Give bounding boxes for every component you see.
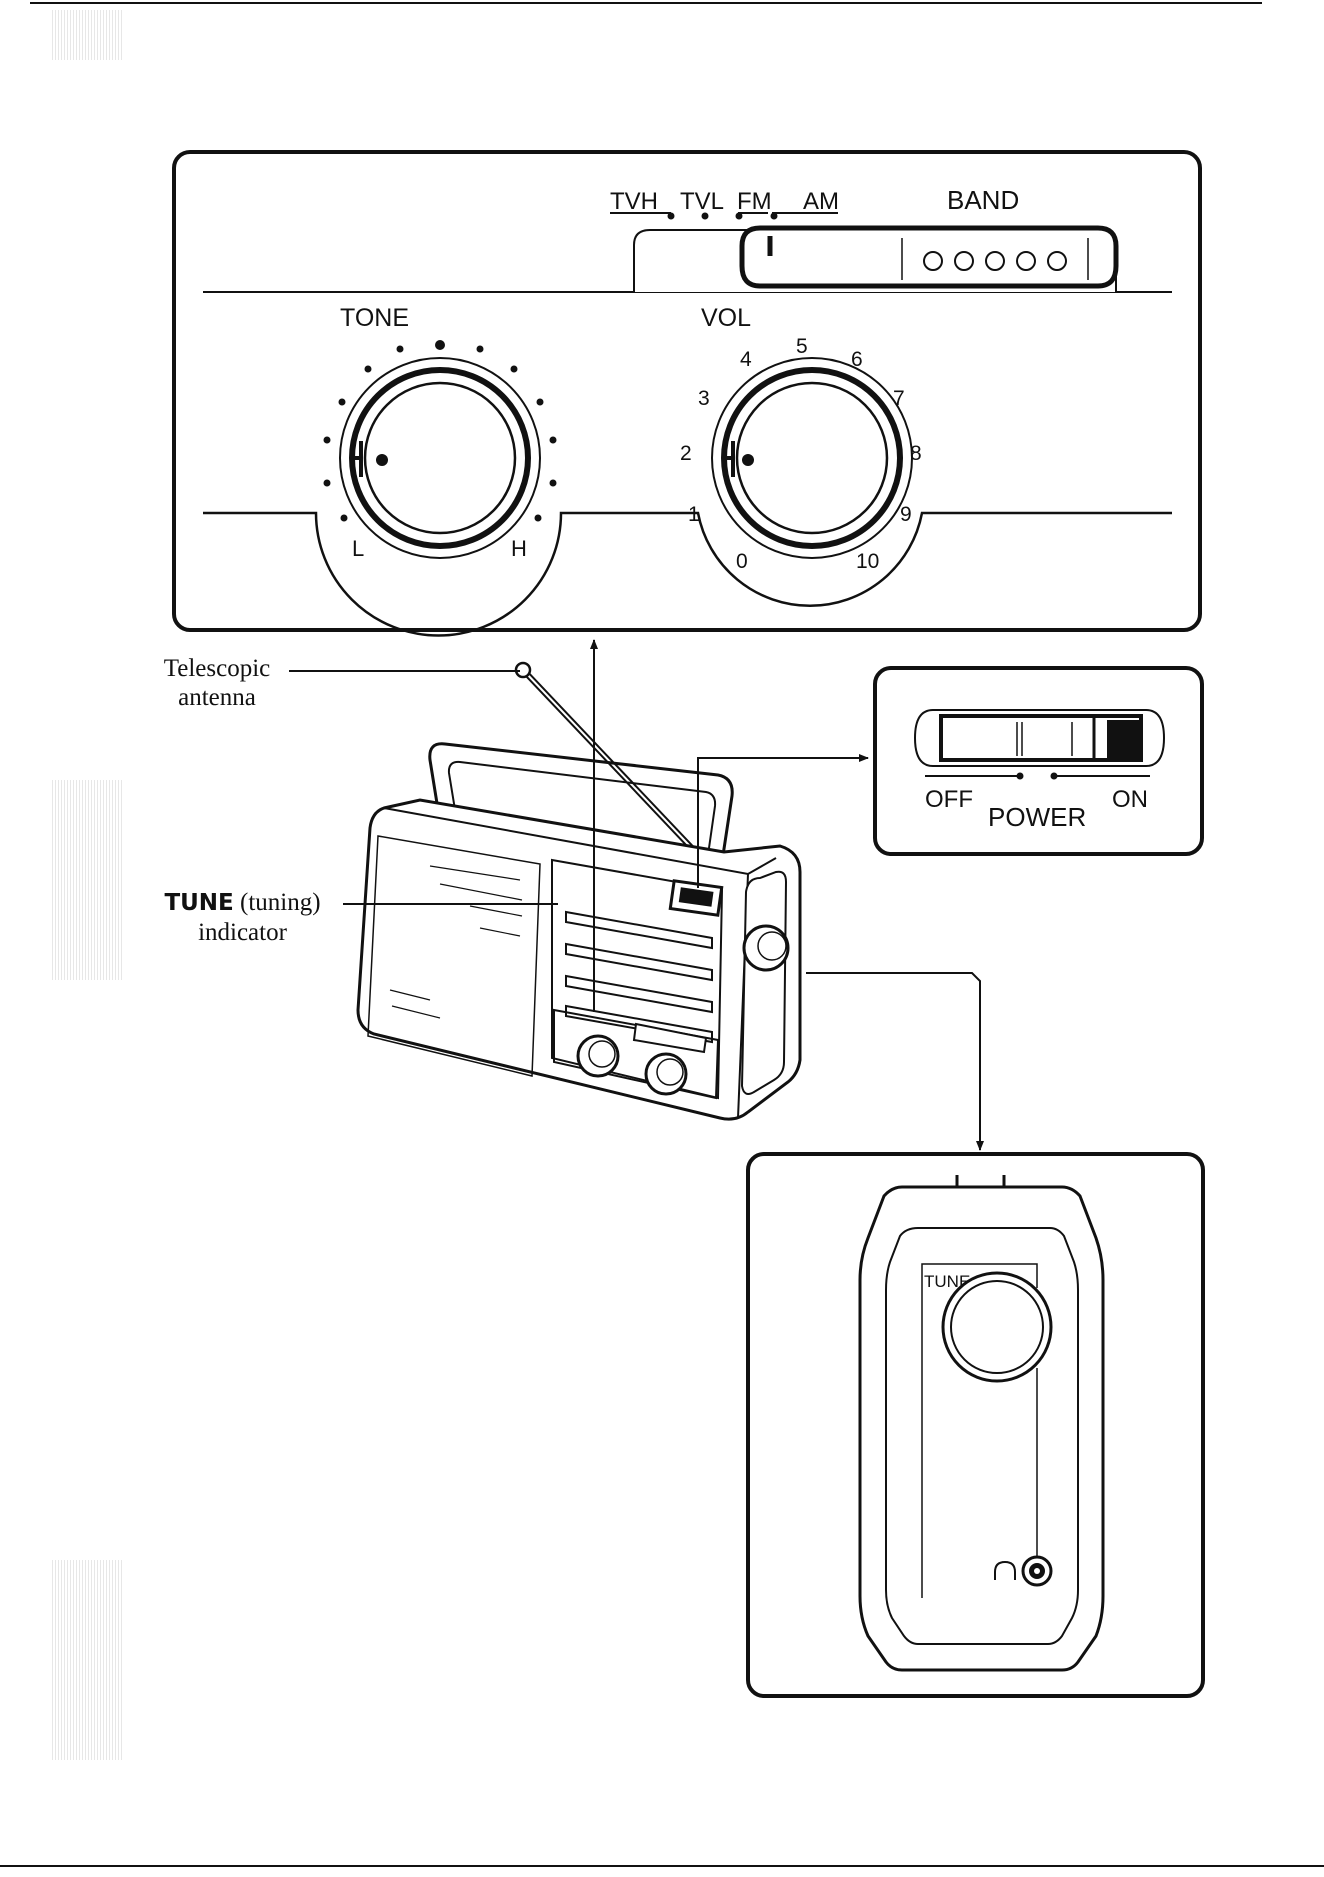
tune-indicator-callout: TUNE (tuning) indicator: [140, 888, 345, 947]
band-selector: TVH TVL FM AM BAND: [203, 185, 1172, 292]
panel-frame: [174, 152, 1200, 630]
svg-text:9: 9: [900, 503, 912, 526]
band-label-am: AM: [803, 188, 839, 215]
power-off-label: OFF: [925, 786, 973, 813]
volume-title: VOL: [701, 304, 751, 332]
tune-indicator-callout-line2: indicator: [140, 918, 345, 947]
control-panel-detail: TVH TVL FM AM BAND TONE: [174, 152, 1200, 636]
svg-text:5: 5: [796, 335, 808, 358]
band-label-tvl: TVL: [680, 188, 724, 215]
antenna-callout-line2: antenna: [142, 683, 292, 712]
panel-face-line: [203, 513, 1172, 636]
tune-knob[interactable]: [943, 1273, 1051, 1381]
volume-dial[interactable]: VOL 0 1 2 3 4 5 6 7 8 9 10: [680, 304, 922, 573]
tone-dial[interactable]: TONE: [324, 304, 557, 561]
svg-text:10: 10: [856, 550, 879, 573]
radio-illustration: [358, 663, 800, 1119]
antenna-callout: Telescopic antenna: [142, 654, 292, 712]
antenna-callout-line1: Telescopic: [142, 654, 292, 683]
svg-text:4: 4: [740, 348, 752, 371]
svg-text:8: 8: [910, 442, 922, 465]
svg-text:0: 0: [736, 550, 748, 573]
band-title: BAND: [947, 185, 1019, 215]
headphone-jack[interactable]: [1023, 1557, 1051, 1585]
power-switch-detail: OFF ON POWER: [875, 668, 1202, 854]
tone-high-label: H: [511, 536, 527, 561]
tone-low-label: L: [352, 536, 364, 561]
svg-text:7: 7: [893, 387, 905, 410]
arrow-to-tune-panel: [806, 973, 980, 1150]
scan-noise: [52, 1560, 122, 1760]
scan-noise: [52, 780, 122, 980]
power-on-label: ON: [1112, 786, 1148, 813]
band-label-tvh: TVH: [610, 188, 658, 215]
scan-noise: [52, 10, 122, 60]
band-label-fm: FM: [737, 188, 772, 215]
tone-pointer: [376, 454, 388, 466]
tone-title: TONE: [340, 304, 409, 332]
svg-text:1: 1: [688, 503, 700, 526]
svg-text:2: 2: [680, 442, 692, 465]
svg-text:6: 6: [851, 348, 863, 371]
svg-text:3: 3: [698, 387, 710, 410]
volume-pointer: [742, 454, 754, 466]
tune-bold-label: TUNE: [164, 890, 233, 916]
tune-indicator-callout-line1: TUNE (tuning): [140, 888, 345, 918]
tune-side-detail: TUNE: [748, 1154, 1203, 1696]
tune-rest-label: (tuning): [234, 889, 321, 916]
power-title: POWER: [988, 802, 1086, 832]
power-switch-knob[interactable]: [1107, 720, 1139, 758]
